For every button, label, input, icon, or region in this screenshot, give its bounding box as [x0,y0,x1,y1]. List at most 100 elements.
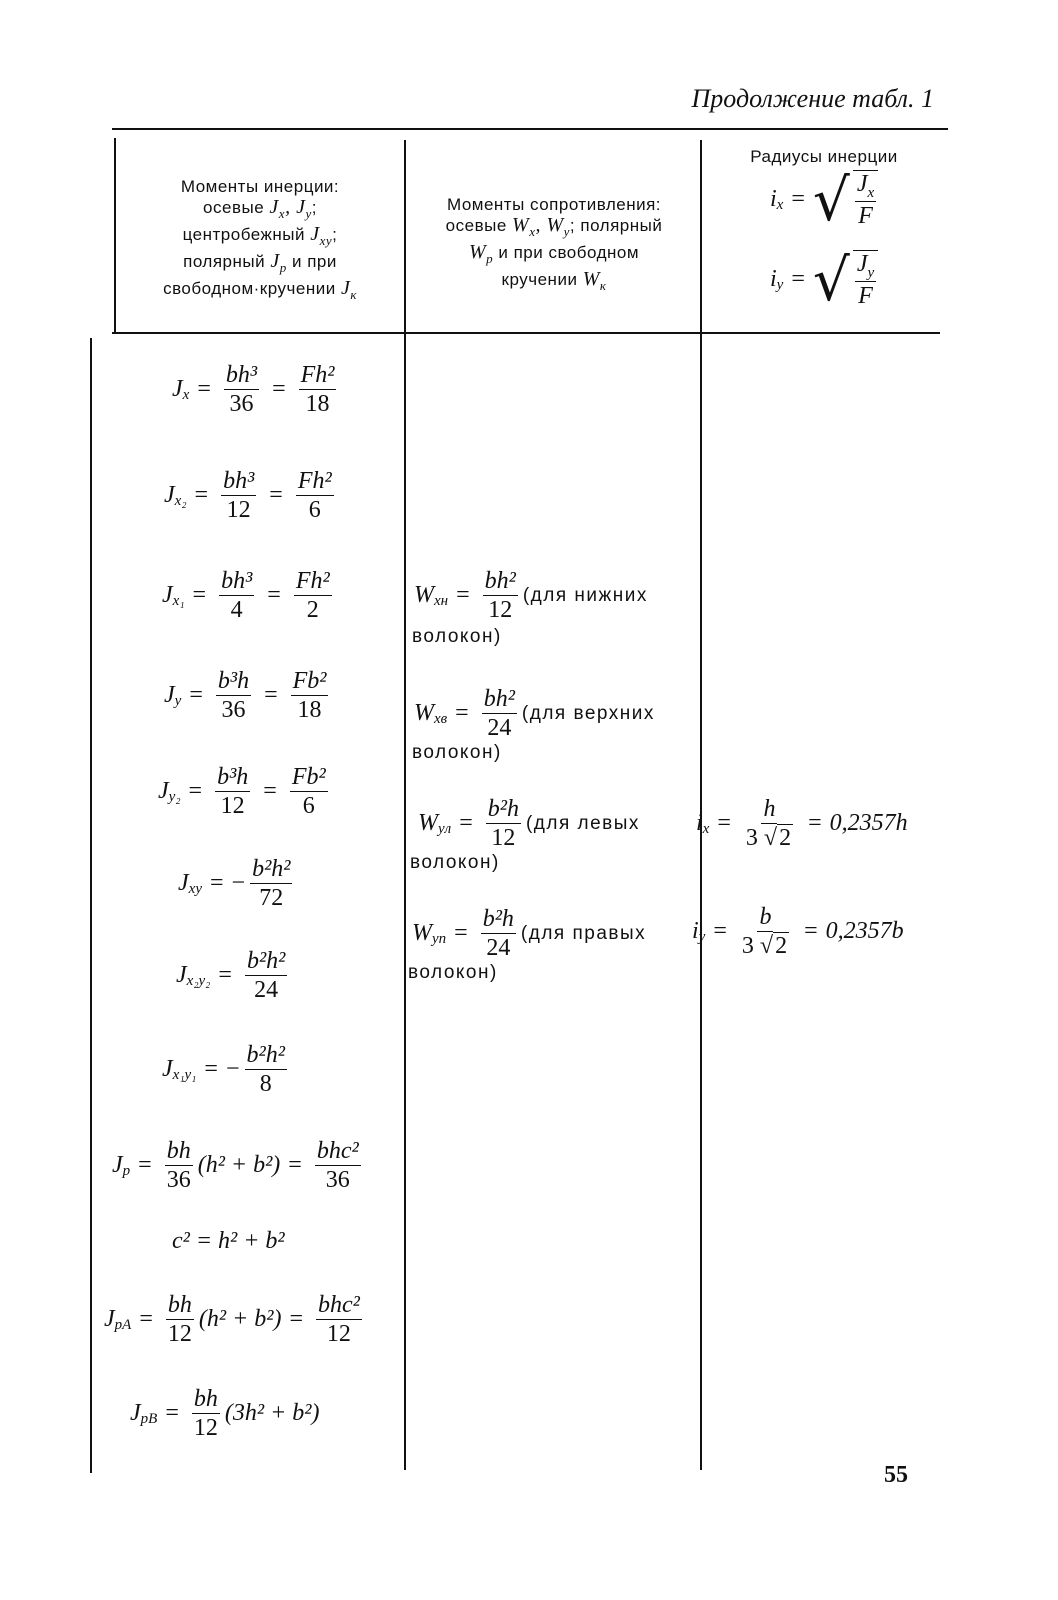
math-term: bhc² [314,1138,361,1166]
math-term: x₁ [172,593,185,609]
math-term: 36 [166,1167,191,1193]
math-term: x₂y₂ [186,973,211,989]
math-term: y [776,277,784,293]
math-term: осевые [203,198,265,217]
math-term: bh [165,1292,194,1320]
math-term: yп [432,931,447,947]
math-term: x₁y₁ [172,1067,197,1083]
math-term: i [696,810,703,836]
math-term: F [858,283,873,309]
math-term: 12 [226,497,251,523]
math-term: x₂ [174,493,187,509]
header-col1-line2: осевые Jx, Jy; [203,196,317,222]
header-col3-title: Радиусы инерции [750,147,898,166]
math-term: Fb² [290,668,329,696]
math-term: и при [291,252,337,271]
math-term: x [776,197,784,213]
header-col1: Моменты инерции: осевые Jx, Jy; центробе… [118,176,402,305]
math-term: 24 [486,935,511,961]
math-term: h [761,796,778,824]
math-term: xy [188,881,202,897]
math-term: x [182,387,190,403]
math-term: кручении [501,270,578,289]
math-term: 2 [306,597,319,623]
math-term: bh³ [219,568,255,596]
math-term: 18 [305,391,330,417]
math-term: bhc² [316,1292,362,1320]
math-term: 2 [777,824,794,851]
math-term: Fh² [293,568,332,596]
page-number: 55 [884,1462,908,1488]
math-term: i [692,918,699,944]
math-term: W [414,582,434,608]
math-term: 0,2357b [825,918,904,944]
header-col1-line1: Моменты инерции: [180,177,340,196]
math-term: b²h² [244,1042,287,1070]
wyl-continuation: волокон) [410,852,500,873]
math-term: свободном·кручении [163,279,336,298]
math-term: 72 [259,885,284,911]
header-bottom-rule [112,332,940,334]
math-term: x [867,185,875,201]
math-term: осевые [445,216,507,235]
math-term: ; полярный [569,216,663,235]
math-term: и при свободном [498,243,640,262]
wxv-continuation: волокон) [412,742,502,763]
math-term: c² = h² + b² [172,1228,285,1254]
math-term: 12 [488,597,513,623]
math-term: 4 [230,597,243,623]
math-term: b³h [215,764,251,792]
left-body-border [90,338,92,1473]
math-term: J [172,376,183,402]
math-term: bh² [482,568,518,596]
math-term: J [178,870,189,896]
math-term: J [158,778,169,804]
header-col1-line4: полярный Jp и при [183,250,337,276]
math-term: W [414,700,434,726]
header-col2-line2: осевые Wx, Wy; полярный [445,214,663,240]
header-col1-line3: центробежный Jxy; [182,223,338,249]
math-term: 12 [220,793,245,819]
math-term: 3 [741,933,754,959]
math-term: 36 [325,1167,350,1193]
math-term: W [412,920,432,946]
math-term: b²h [480,906,516,934]
col-divider-1 [404,140,406,1470]
math-term: 2 [773,932,790,959]
sqrt-icon: √ [763,825,778,851]
math-term: J [104,1306,115,1332]
col-divider-2 [700,140,702,1470]
math-term: центробежный [182,225,305,244]
math-term: (3h² + b²) [224,1400,320,1426]
sqrt-icon: √ [812,245,850,314]
wxn-continuation: волокон) [412,626,502,647]
math-term: 8 [259,1071,272,1097]
math-term: (для правых [520,922,647,944]
math-term: 6 [308,497,321,523]
math-term: b²h² [250,856,293,884]
math-term: i [770,186,777,212]
math-term: 12 [326,1321,351,1347]
math-term: bh [164,1138,193,1166]
header-col2-line4: кручении Wк [501,268,607,294]
math-term: W [418,810,438,836]
header-col2: Моменты сопротивления: осевые Wx, Wy; по… [410,194,698,296]
math-term: Fh² [298,362,337,390]
math-term: b [757,904,774,932]
math-term: 0,2357h [829,810,908,836]
math-term: J [112,1152,123,1178]
wyp-continuation: волокон) [408,962,498,983]
